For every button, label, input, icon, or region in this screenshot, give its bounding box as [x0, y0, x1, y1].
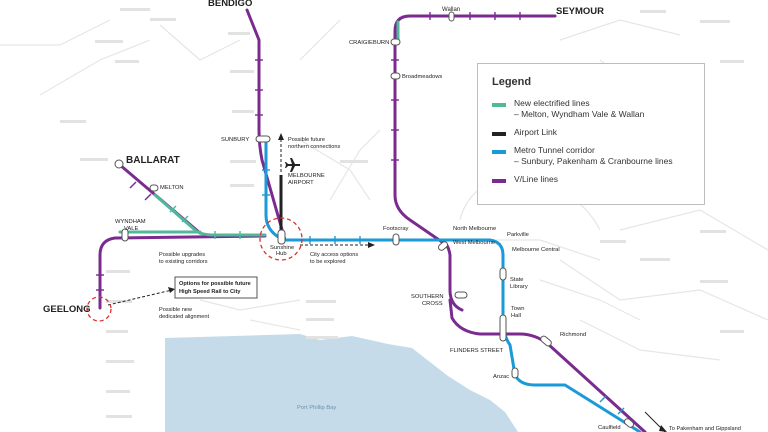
note-city-1: City access options [310, 252, 358, 258]
station-parkville: Parkville [507, 232, 529, 238]
station-broadmeadows: Broadmeadows [402, 74, 442, 80]
vline-bendigo [245, 8, 287, 242]
legend-item-electrified: New electrified lines – Melton, Wyndham … [492, 98, 690, 120]
legend-electrified-line2: – Melton, Wyndham Vale & Wallan [514, 109, 645, 119]
arrow-high-speed [107, 289, 173, 306]
legend-swatch-airport [492, 132, 506, 136]
station-marker-broadmeadows [390, 72, 401, 80]
station-town-2: Hall [511, 313, 521, 319]
sunshine-hub-circle [259, 217, 303, 261]
station-marker-sunshine [277, 229, 286, 245]
legend-metro-line2: – Sunbury, Pakenham & Cranbourne lines [514, 156, 673, 166]
note-city-2: to be explored [310, 259, 345, 265]
station-west-melbourne: West Melbourne [453, 240, 495, 246]
electrified-ticks [169, 205, 241, 239]
station-marker-craigieburn [390, 38, 401, 46]
legend: Legend New electrified lines – Melton, W… [477, 63, 705, 205]
station-craigieburn: CRAIGIEBURN [349, 40, 389, 46]
station-richmond: Richmond [560, 332, 586, 338]
arrow-pakenham-head [659, 425, 667, 432]
city-bendigo: BENDIGO [208, 0, 252, 9]
legend-item-airport: Airport Link [492, 127, 690, 138]
station-marker-southern-cross [454, 291, 468, 299]
airplane-icon [285, 158, 300, 172]
geelong-circle [86, 296, 112, 322]
city-ballarat: BALLARAT [126, 155, 180, 166]
station-southern-1: SOUTHERN [411, 294, 444, 300]
legend-title: Legend [492, 76, 532, 88]
legend-airport-line1: Airport Link [514, 127, 557, 137]
station-sunshine-1: Sunshine [270, 245, 294, 251]
note-northern-1: Possible future [288, 137, 325, 143]
station-marker-state-library [499, 267, 507, 281]
station-town-1: Town [511, 306, 525, 312]
station-state-1: State [510, 277, 524, 283]
station-anzac: Anzac [493, 374, 509, 380]
station-marker-west-melbourne [437, 241, 449, 251]
port-phillip-bay [165, 334, 518, 432]
arrow-heads [168, 133, 375, 293]
vline-geelong [98, 234, 267, 310]
note-upgrades-2: to existing corridors [159, 259, 208, 265]
legend-metro-line1: Metro Tunnel corridor [514, 145, 595, 155]
legend-item-vline: V/Line lines [492, 174, 690, 185]
high-speed-rail-box [174, 276, 258, 299]
legend-swatch-metro [492, 150, 506, 154]
station-markers [114, 11, 635, 428]
station-marker-sunbury [255, 135, 271, 143]
electrified-melton [153, 193, 267, 237]
city-seymour: SEYMOUR [556, 6, 604, 17]
note-upgrades-1: Possible upgrades [159, 252, 205, 258]
legend-item-metro: Metro Tunnel corridor – Sunbury, Pakenha… [492, 145, 690, 167]
station-sunbury: SUNBURY [221, 137, 249, 143]
background-labels [60, 8, 744, 418]
station-caulfield: Caulfield [598, 425, 621, 431]
station-state-2: Library [510, 284, 528, 290]
metro-ticks [262, 169, 625, 415]
station-wallan: Wallan [442, 7, 460, 13]
station-airport-2: AIRPORT [288, 180, 314, 186]
legend-electrified-line1: New electrified lines [514, 98, 590, 108]
station-marker-wyndham [121, 228, 129, 242]
vline-ticks [96, 12, 521, 291]
station-north-melbourne: North Melbourne [453, 226, 496, 232]
station-marker-town-hall [499, 314, 507, 342]
station-marker-ballarat [114, 159, 124, 169]
city-geelong: GEELONG [43, 304, 91, 315]
note-options-1: Options for possible future [179, 281, 251, 287]
note-newalign-2: dedicated alignment [159, 314, 210, 320]
note-newalign-1: Possible new [159, 307, 193, 313]
station-marker-footscray [392, 233, 400, 246]
station-marker-wallan [448, 11, 455, 22]
station-southern-2: CROSS [422, 301, 443, 307]
station-wyndham-2: VALE [124, 226, 139, 232]
dashed-arrows [107, 138, 370, 306]
legend-swatch-vline [492, 179, 506, 183]
station-melton: MELTON [160, 185, 184, 191]
station-marker-caulfield [623, 418, 635, 428]
note-options-2: High Speed Rail to City [179, 289, 241, 295]
metro-sunbury [264, 138, 282, 240]
station-marker-anzac [511, 367, 519, 379]
bay-label: Port Phillip Bay [297, 405, 336, 411]
note-northern-2: northern connections [288, 144, 340, 150]
station-airport-1: MELBOURNE [288, 173, 325, 179]
station-flinders: FLINDERS STREET [450, 348, 504, 354]
station-footscray: Footscray [383, 226, 409, 232]
station-melbourne-central: Melbourne Central [512, 247, 560, 253]
station-marker-richmond [540, 335, 552, 347]
station-marker-melton [149, 184, 159, 192]
legend-vline-line1: V/Line lines [514, 174, 558, 184]
legend-swatch-electrified [492, 103, 506, 107]
vline-seymour [393, 14, 557, 246]
station-sunshine-2: Hub [276, 251, 287, 257]
station-wyndham-1: WYNDHAM [115, 219, 146, 225]
note-pakenham: To Pakenham and Gippsland [669, 426, 741, 432]
